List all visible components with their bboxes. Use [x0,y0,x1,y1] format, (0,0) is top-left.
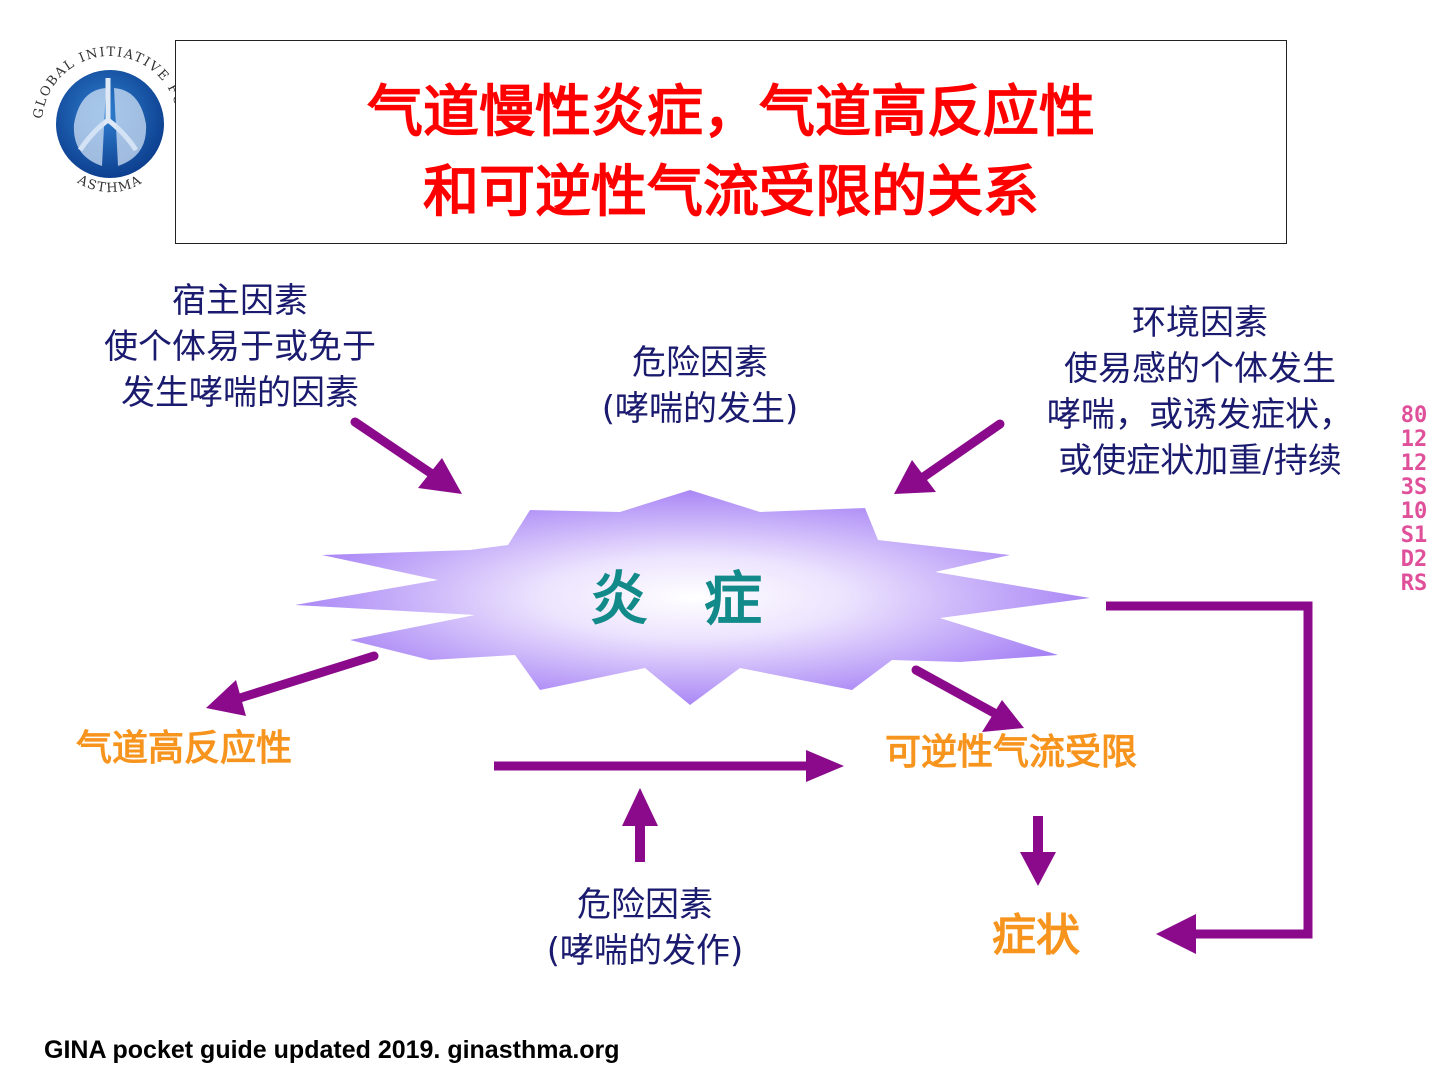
arrow-environment-to-inflammation [894,419,1005,494]
title-line-2: 和可逆性气流受限的关系 [423,160,1039,225]
risk-development-title: 危险因素 [632,343,768,383]
environmental-line3: 哮喘，或诱发症状， [1047,395,1353,435]
risk-development-subtitle: (哮喘的发生) [601,389,799,429]
symptoms-label: 症状 [992,910,1080,961]
title-line-1: 气道慢性炎症，气道高反应性 [367,80,1095,145]
environmental-title: 环境因素 [1132,303,1268,343]
gina-logo: GLOBAL INITIATIVE FOR ASTHMA [31,45,187,196]
arrow-inflammation-to-ahr [206,651,379,716]
arrow-airflow-to-symptoms [1020,816,1056,886]
environmental-factors: 环境因素 使易感的个体发生 哮喘，或诱发症状， 或使症状加重/持续 [1010,300,1390,484]
risk-attacks-title: 危险因素 [577,885,713,925]
host-factors: 宿主因素 使个体易于或免于 发生哮喘的因素 [40,278,440,416]
reversible-airflow-limitation-label: 可逆性气流受限 [885,732,1138,773]
arrow-host-to-inflammation [350,417,462,494]
title-box: 气道慢性炎症，气道高反应性 和可逆性气流受限的关系 [175,40,1287,244]
airway-hyperresponsiveness-label: 气道高反应性 [76,728,293,769]
inflammation-burst [295,490,1090,705]
slide-code: 8012123S10S1D2RS [1400,403,1428,596]
arrow-ahr-to-airflow [494,750,844,782]
arrow-inflammation-to-airflow [911,665,1024,732]
risk-factors-development: 危险因素 (哮喘的发生) [540,340,860,432]
environmental-line2: 使易感的个体发生 [1064,349,1336,389]
lung-right-icon [114,88,147,166]
environmental-line4: 或使症状加重/持续 [1058,441,1342,481]
footer-citation: GINA pocket guide updated 2019. ginasthm… [44,1036,620,1064]
host-factors-line3: 发生哮喘的因素 [121,373,359,413]
arrow-risk-attacks-up [622,788,658,862]
arrow-inflammation-to-symptoms [1106,601,1313,954]
host-factors-line2: 使个体易于或免于 [104,327,376,367]
risk-attacks-subtitle: (哮喘的发作) [546,931,744,971]
inflammation-label: 炎 症 [589,565,781,633]
host-factors-title: 宿主因素 [172,281,308,321]
risk-factors-attacks: 危险因素 (哮喘的发作) [480,882,810,974]
lung-left-icon [73,88,106,166]
